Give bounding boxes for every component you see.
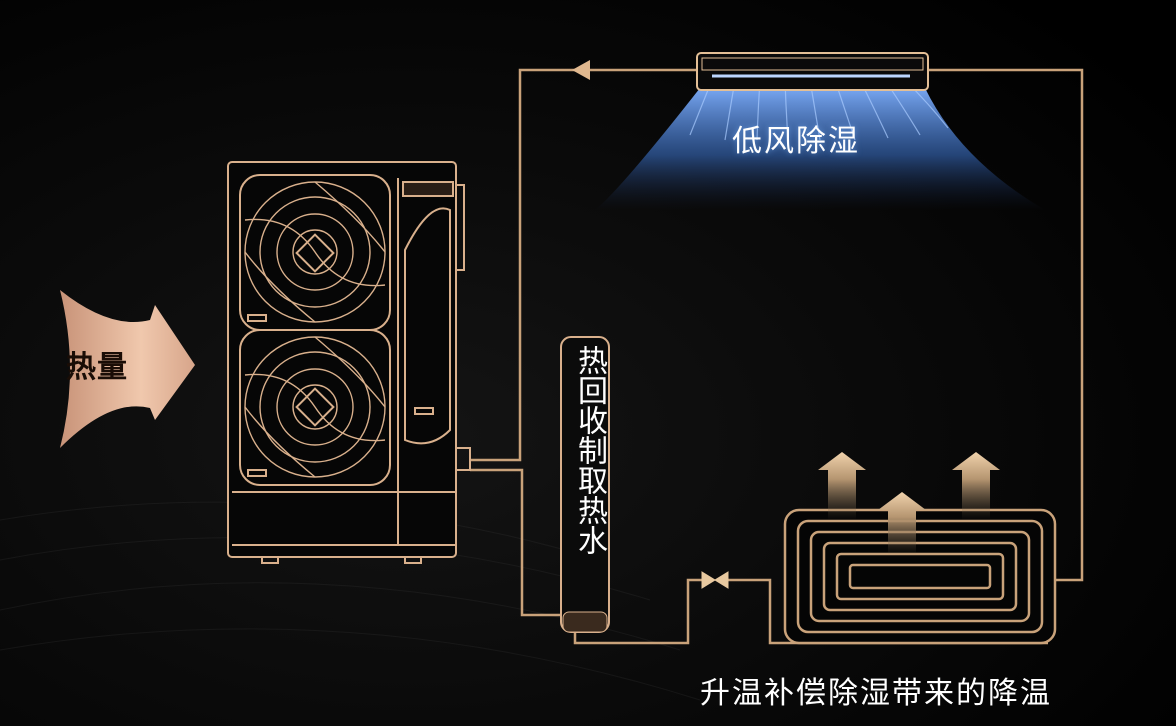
heat-recovery-hot-water-label: 热回收制取热水	[572, 345, 607, 555]
heat-label: 热量	[66, 350, 128, 385]
water-tank-icon	[560, 336, 610, 633]
flow-arrow-icon	[572, 60, 590, 80]
floor-coil-icon	[783, 508, 1057, 645]
heat-rising-arrow-icon	[818, 452, 1000, 555]
indoor-unit-icon	[595, 52, 1045, 210]
low-fan-dehumidify-label: 低风除湿	[732, 124, 860, 159]
floor-heating-compensation-label: 升温补偿除湿带来的降温	[700, 676, 1052, 711]
expansion-valve-icon	[701, 571, 729, 589]
heat-arrow-icon	[60, 290, 195, 448]
outdoor-unit-icon	[227, 161, 471, 564]
